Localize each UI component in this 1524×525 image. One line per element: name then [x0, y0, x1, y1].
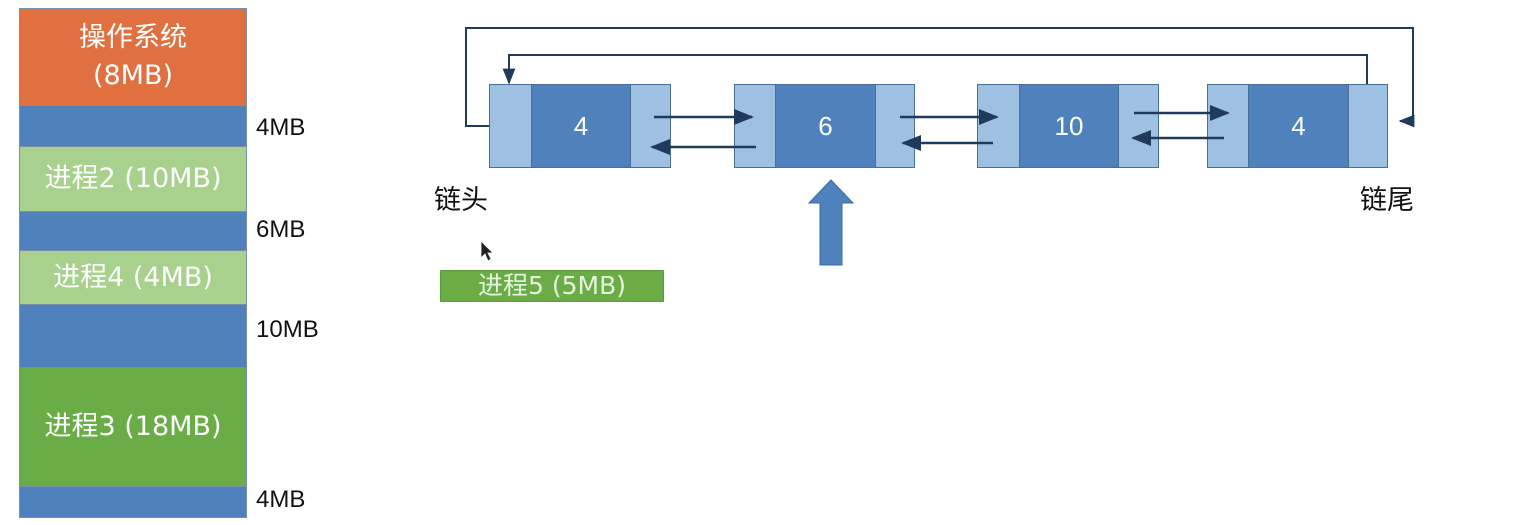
- node-prev-field: [977, 84, 1020, 168]
- free-size-label-1: 4MB: [256, 114, 306, 141]
- free-block-4: [19, 486, 247, 518]
- list-tail-label: 链尾: [1360, 185, 1414, 216]
- node-prev-field: [1207, 84, 1249, 168]
- list-node-3: 10: [977, 84, 1159, 168]
- free-size-label-3: 10MB: [256, 316, 319, 343]
- node-size: 4: [1248, 84, 1349, 168]
- node-next-field: [875, 84, 915, 168]
- list-node-4: 4: [1207, 84, 1388, 168]
- list-head-label: 链头: [434, 185, 488, 216]
- process2-label: 进程2 (10MB): [44, 163, 222, 194]
- free-size-label-2: 6MB: [256, 216, 306, 243]
- os-block: 操作系统 (8MB): [19, 8, 247, 106]
- current-pointer-arrow: [807, 179, 855, 266]
- process2-block: 进程2 (10MB): [19, 146, 247, 212]
- free-block-1: [19, 105, 247, 147]
- node-size: 10: [1019, 84, 1119, 168]
- node-size: 4: [531, 84, 631, 168]
- process3-label: 进程3 (18MB): [44, 411, 222, 442]
- process5-request-block: 进程5 (5MB): [440, 270, 664, 302]
- free-size-label-4: 4MB: [256, 486, 306, 513]
- head-to-tail-link: [465, 27, 1415, 128]
- list-node-2: 6: [734, 84, 915, 168]
- node-prev-field: [734, 84, 776, 168]
- list-node-1: 4: [489, 84, 671, 168]
- process3-block: 进程3 (18MB): [19, 367, 247, 487]
- node-next-field: [1118, 84, 1159, 168]
- os-size-label: (8MB): [92, 60, 174, 91]
- os-label: 操作系统: [79, 22, 187, 53]
- free-block-2: [19, 211, 247, 251]
- free-block-3: [19, 304, 247, 368]
- tail-to-head-link: [502, 54, 1368, 85]
- node-next-field: [1348, 84, 1388, 168]
- process4-label: 进程4 (4MB): [53, 261, 213, 293]
- mouse-cursor-icon: [480, 240, 494, 262]
